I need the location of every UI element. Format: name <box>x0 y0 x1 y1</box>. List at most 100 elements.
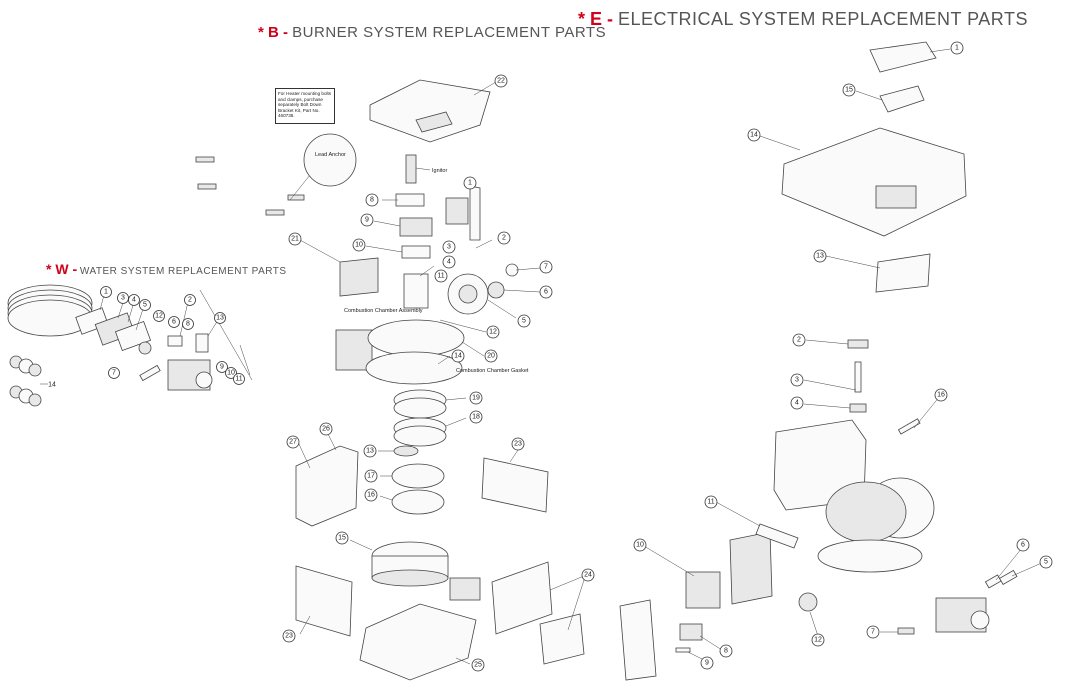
svg-text:10: 10 <box>636 542 644 549</box>
callout: 19 <box>469 391 483 405</box>
svg-text:26: 26 <box>322 426 330 433</box>
panel-24 <box>491 561 553 635</box>
callout: 20 <box>484 349 498 363</box>
callout: 7 <box>866 625 880 639</box>
junction-box <box>729 531 773 605</box>
control-panel-15 <box>879 85 925 113</box>
water-section-mark: * W - <box>46 261 78 277</box>
callout: 2 <box>792 333 806 347</box>
svg-text:9: 9 <box>220 364 224 371</box>
water-fitting <box>138 341 152 355</box>
callout: 6 <box>168 316 180 328</box>
svg-text:16: 16 <box>937 392 945 399</box>
svg-text:11: 11 <box>437 273 444 280</box>
top-cover-handle <box>415 111 453 133</box>
top-display-panel <box>875 185 917 209</box>
callout: 1 <box>100 286 112 298</box>
svg-text:5: 5 <box>143 302 147 309</box>
svg-text:14: 14 <box>454 353 462 360</box>
bracket-11 <box>755 523 799 549</box>
union-fittings <box>9 355 42 407</box>
chamber-plate-20 <box>367 319 465 357</box>
svg-text:22: 22 <box>497 78 505 85</box>
svg-text:10: 10 <box>355 242 363 249</box>
fitting-6 <box>984 574 1002 589</box>
svg-text:12: 12 <box>489 329 497 336</box>
chamber-gasket-14 <box>365 351 463 385</box>
svg-text:8: 8 <box>370 197 374 204</box>
callout: 9 <box>216 361 228 373</box>
callout: 8 <box>719 644 733 658</box>
svg-text:15: 15 <box>845 87 853 94</box>
svg-text:12: 12 <box>814 637 822 644</box>
svg-text:23: 23 <box>285 633 293 640</box>
callout: 24 <box>581 568 595 582</box>
mounting-note: For Heater mounting bolts and clamps, pu… <box>275 88 335 124</box>
electrical-section-mark: * E - <box>578 9 614 29</box>
callout: 22 <box>494 74 508 88</box>
callout: 7 <box>108 367 120 379</box>
mounting-hardware <box>195 156 311 216</box>
callout: 14 <box>747 128 761 142</box>
gas-valve <box>445 197 469 225</box>
gasket-4 <box>849 403 867 413</box>
burner-system-group <box>295 79 585 681</box>
callout: 8 <box>182 318 194 330</box>
svg-text:11: 11 <box>235 376 242 383</box>
burner-section-text: BURNER SYSTEM REPLACEMENT PARTS <box>292 24 607 41</box>
middle-water-valve <box>449 577 481 601</box>
svg-text:1: 1 <box>468 180 472 187</box>
callout: 9 <box>360 213 374 227</box>
svg-text:2: 2 <box>797 337 801 344</box>
seal-13 <box>393 445 419 457</box>
panel-23-label <box>481 457 549 513</box>
svg-text:24: 24 <box>584 572 592 579</box>
svg-text:6: 6 <box>1021 542 1025 549</box>
svg-text:19: 19 <box>472 395 480 402</box>
thermistor <box>139 364 161 382</box>
callout: 14 <box>451 349 465 363</box>
callout: 12 <box>153 310 165 322</box>
svg-text:13: 13 <box>216 315 224 322</box>
callout: 13 <box>813 249 827 263</box>
lead-anchor-inset <box>303 133 357 187</box>
svg-text:21: 21 <box>291 236 299 243</box>
callout: 2 <box>184 294 196 306</box>
callout: 26 <box>319 422 333 436</box>
bezel-cover <box>869 41 937 73</box>
terminal-block-8 <box>679 623 703 641</box>
svg-text:8: 8 <box>186 321 190 328</box>
electrical-section-title: * E - ELECTRICAL SYSTEM REPLACEMENT PART… <box>578 9 1028 30</box>
svg-text:20: 20 <box>487 353 495 360</box>
electrical-system-group <box>619 41 1045 681</box>
callout: 4 <box>442 255 456 269</box>
callout: 3 <box>442 240 456 254</box>
water-elbow <box>195 333 209 353</box>
fitting-5 <box>999 569 1018 586</box>
svg-text:9: 9 <box>705 660 709 667</box>
callout: 3 <box>790 373 804 387</box>
electrical-callouts: 1 15 14 13 2 3 4 16 11 10 6 5 7 8 9 12 <box>633 41 1053 670</box>
callout: 25 <box>471 658 485 672</box>
svg-text:6: 6 <box>544 289 548 296</box>
sensor-16 <box>897 418 921 435</box>
disc-17 <box>391 463 445 489</box>
svg-text:23: 23 <box>514 441 522 448</box>
callout: 2 <box>497 231 511 245</box>
water-section-title: * W - WATER SYSTEM REPLACEMENT PARTS <box>46 261 287 277</box>
burner-base-plate <box>817 539 923 573</box>
svg-text:11: 11 <box>707 499 714 506</box>
ignitor-label: Ignitor <box>432 168 447 174</box>
blower-orifice <box>487 281 505 299</box>
svg-text:18: 18 <box>472 414 480 421</box>
lead-anchor-label: Lead Anchor <box>315 152 346 158</box>
callout: 5 <box>517 314 531 328</box>
svg-text:2: 2 <box>188 297 192 304</box>
pressure-switch-12 <box>798 592 818 612</box>
burner-callout-23b: 23 <box>282 629 296 643</box>
burner-ring-10 <box>401 245 431 259</box>
callout: 1 <box>950 41 964 55</box>
ignitor-3 <box>854 361 862 393</box>
panel-24b <box>539 613 585 665</box>
